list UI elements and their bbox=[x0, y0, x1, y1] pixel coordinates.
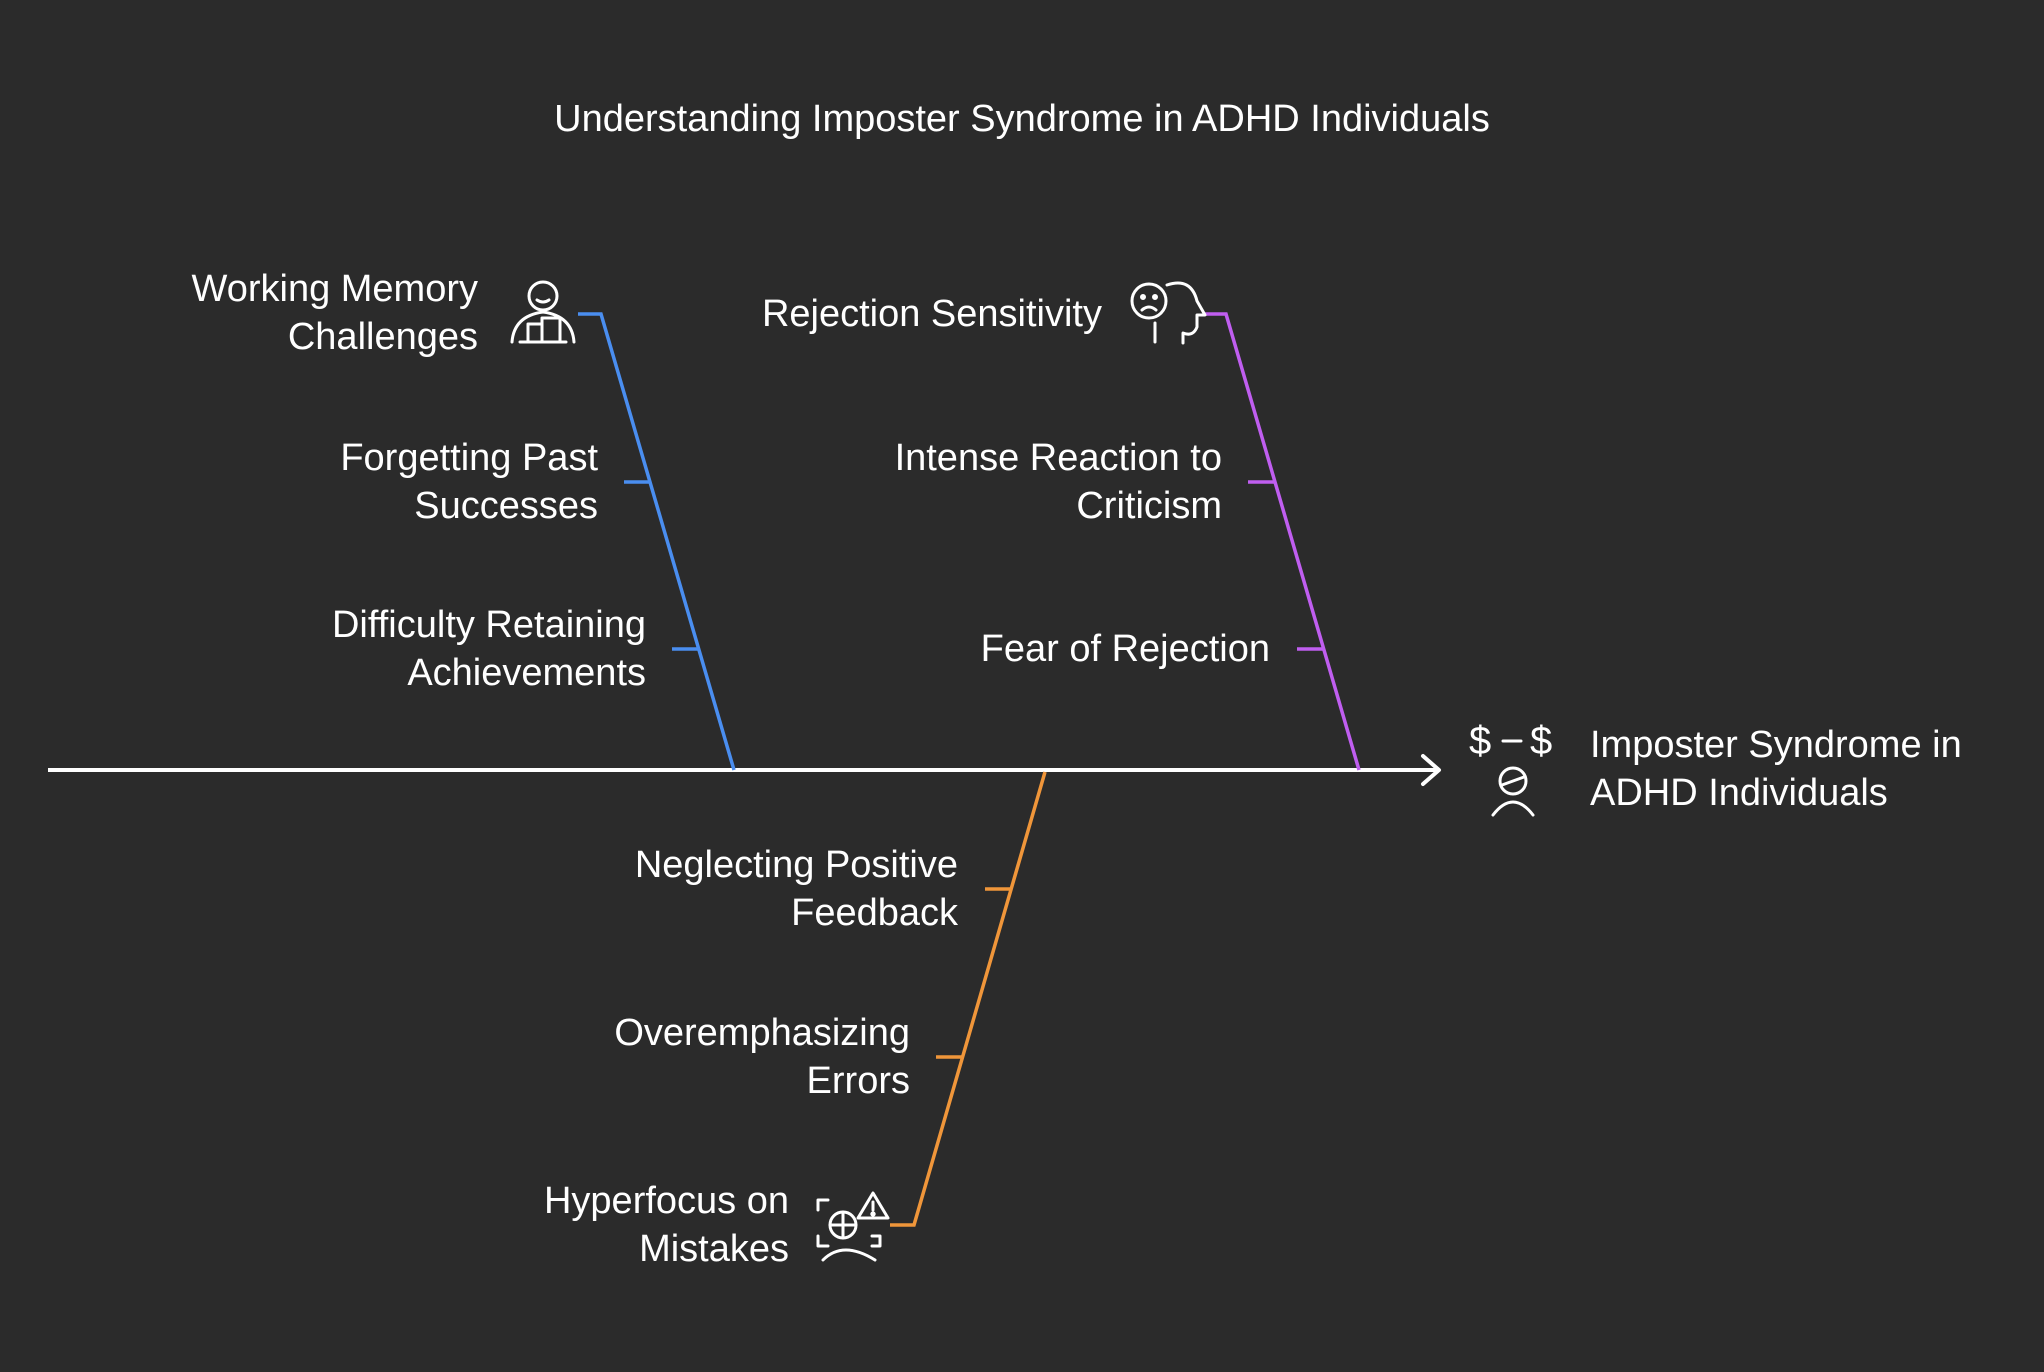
svg-text:$: $ bbox=[1469, 719, 1491, 763]
memory-category-label: Working Memory Challenges bbox=[191, 268, 478, 358]
warning-focus-person-icon bbox=[816, 1191, 890, 1262]
rejection-branch-line bbox=[1203, 312, 1361, 771]
svg-text:$: $ bbox=[1530, 719, 1552, 763]
memory-cause-1-label: Forgetting Past Successes bbox=[340, 437, 598, 527]
diagram-title: Understanding Imposter Syndrome in ADHD … bbox=[554, 98, 1490, 140]
spine-arrowhead bbox=[1421, 754, 1441, 786]
rejection-category-label: Rejection Sensitivity bbox=[761, 293, 1102, 335]
money-person-icon: $ $ bbox=[1469, 719, 1552, 817]
person-at-desk-icon bbox=[510, 280, 576, 344]
sad-head-profile-icon bbox=[1130, 281, 1207, 345]
rejection-cause-2-label: Fear of Rejection bbox=[980, 628, 1270, 670]
mistakes-branch-line bbox=[890, 771, 1047, 1227]
memory-branch-line bbox=[578, 312, 736, 771]
mistakes-category-label: Hyperfocus on Mistakes bbox=[543, 1180, 789, 1270]
head-label: Imposter Syndrome in ADHD Individuals bbox=[1590, 724, 1962, 814]
mistakes-cause-1-label: Neglecting Positive Feedback bbox=[634, 844, 958, 934]
rejection-cause-1-label: Intense Reaction to Criticism bbox=[894, 437, 1222, 527]
mistakes-cause-2-label: Overemphasizing Errors bbox=[614, 1012, 910, 1102]
memory-cause-2-label: Difficulty Retaining Achievements bbox=[331, 604, 646, 694]
